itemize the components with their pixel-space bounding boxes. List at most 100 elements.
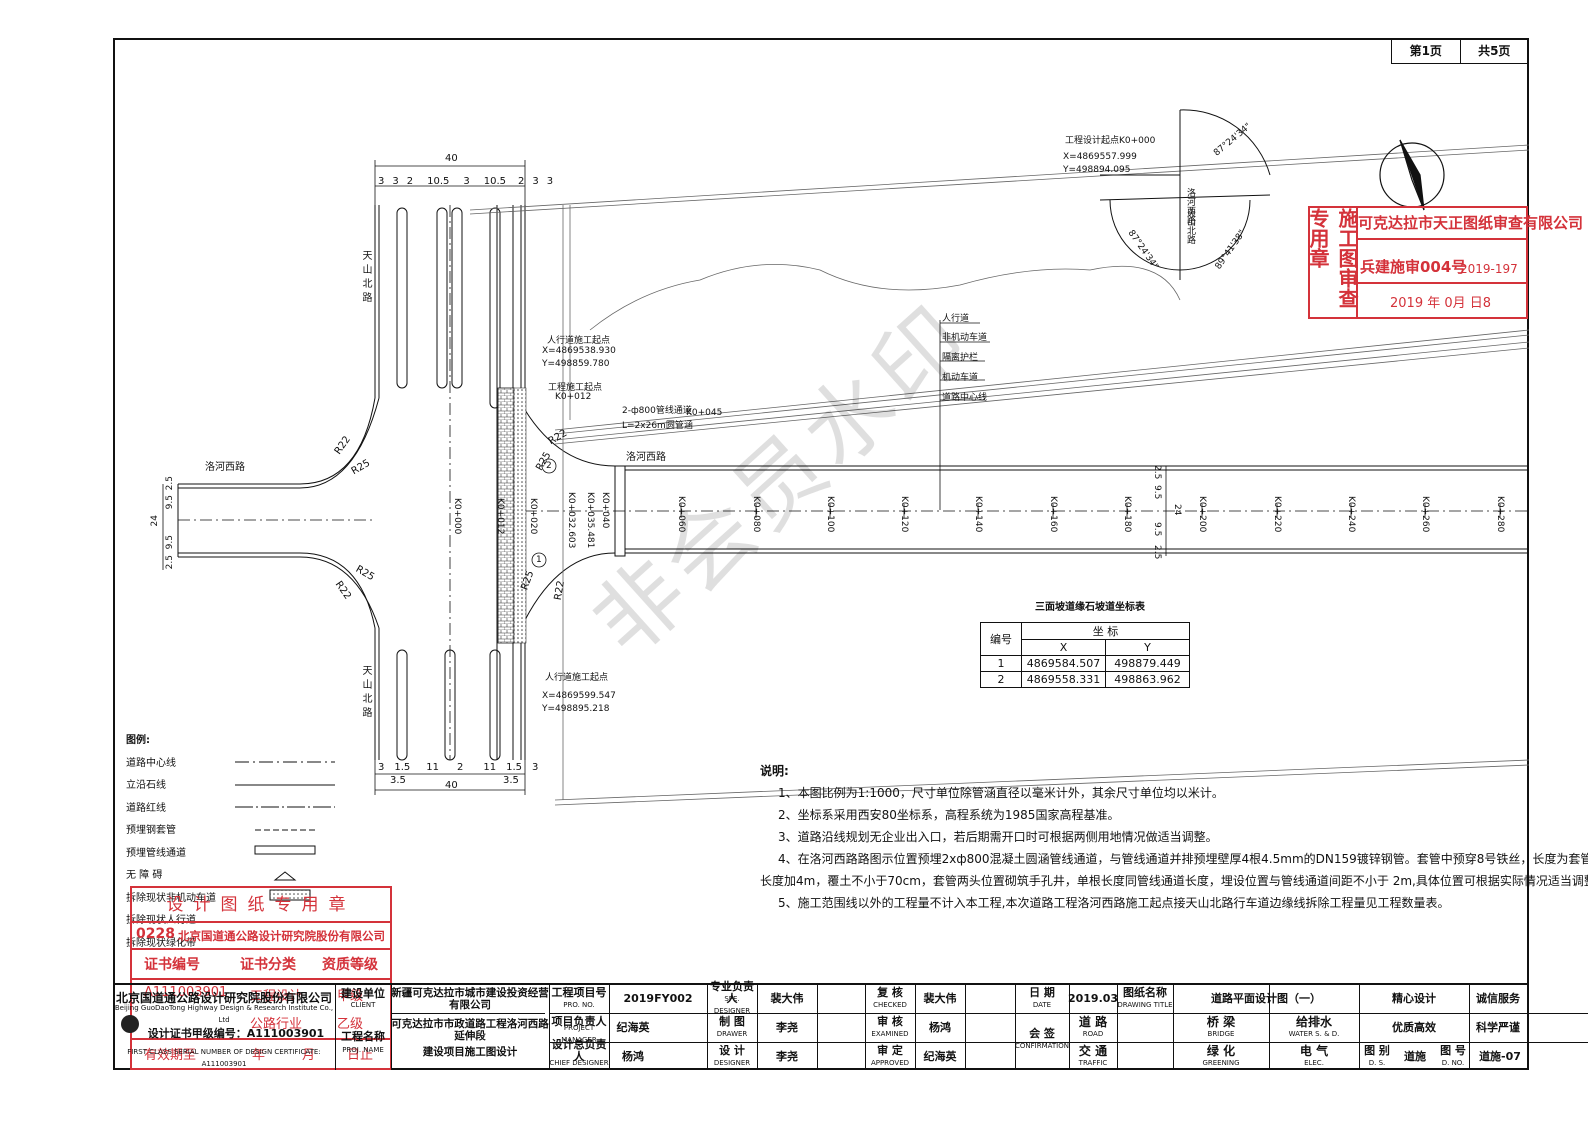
tb-cert: 设计证书甲级编号：A111003901 [147, 1027, 325, 1040]
tb-draw-label: 制 图 [719, 1015, 745, 1028]
tb-cert-en: FIRST CLASS SERIAL NUMBER OF DESIGN CERT… [127, 1048, 321, 1068]
coord-table-header-no: 编号 [980, 622, 1022, 656]
design-stamp-v4: 公路行业 [250, 1017, 303, 1032]
tb-chief: 杨鸿 [622, 1050, 644, 1063]
design-stamp-v6: 有效期至 [144, 1048, 197, 1063]
tb-chief-en: CHIEF DESIGNER [549, 1059, 609, 1067]
tb-traffic-en: TRAFFIC [1078, 1059, 1108, 1067]
dim-bottom-sub-right: 3.5 [503, 775, 519, 786]
tb-slogan2: 诚信服务 [1476, 992, 1520, 1005]
eng-start-k: K0+012 [555, 392, 592, 402]
tb-design-en: DESIGNER [713, 1059, 751, 1067]
left-dim: 9.5 [165, 535, 175, 550]
notes-title: 说明: [760, 764, 789, 778]
tb-cat-label: 图 别 [1364, 1044, 1390, 1057]
review-stamp-num: 2019-197 [1460, 262, 1518, 276]
tb-confirm-en: CONFIRMATION [1015, 1042, 1069, 1050]
title-block: 北京国道通公路设计研究院股份有限公司 Beijing GuoDaoTong Hi… [113, 981, 1588, 1070]
tb-check: 裴大伟 [923, 992, 957, 1005]
notes: 说明: 1、本图比例为1:1000，尺寸单位除管涵直径以毫米计外，其余尺寸单位均… [760, 760, 1588, 914]
tb-projno-label: 工程项目号 [551, 986, 607, 999]
tb-slogan4: 科学严谨 [1476, 1021, 1520, 1034]
tb-water-label: 给排水 [1295, 1015, 1332, 1029]
tb-design: 李尧 [776, 1050, 798, 1063]
station-label: K0+080 [751, 496, 761, 533]
dim-bottom-segments: 3 1.5 11 2 11 1.5 3 [378, 762, 539, 773]
station-label: K0+160 [1048, 496, 1058, 533]
left-dim: 2.5 [165, 555, 175, 570]
legend: 图例: 道路中心线 立沿石线 道路红线 预埋钢套管 预埋管线通道 无 障 碍 拆… [126, 730, 216, 955]
note-line: 长度加4m，覆土不小于70cm，套管两头位置砌筑手孔井，单根长度同管线通道长度，… [760, 874, 1588, 888]
tb-no-en: D. NO. [1441, 1059, 1465, 1067]
dim-bottom-sub-left: 3.5 [390, 775, 406, 786]
legend-item: 立沿石线 [126, 780, 166, 791]
tb-draw-en: DRAWER [716, 1030, 748, 1038]
station-label: K0+280 [1495, 496, 1505, 533]
station-label: K0+020 [528, 498, 538, 535]
legend-title: 图例: [126, 735, 150, 746]
ped-start-top-x: X=4869538.930 [542, 346, 616, 356]
note-line: 2、坐标系采用西安80坐标系，高程系统为1985国家高程基准。 [778, 808, 1120, 822]
legend-item: 预埋管线通道 [126, 847, 186, 859]
pipe-k: K0+045 [686, 408, 723, 418]
tb-projno-en: PRO. NO. [563, 1001, 595, 1009]
review-stamp-vertical: 施工图审查专用章 [1306, 208, 1359, 317]
design-stamp-code: 0228 [136, 926, 175, 942]
tb-date-label: 日 期 [1029, 986, 1055, 999]
right-dim: 2.5 [1152, 465, 1162, 480]
left-dim: 2.5 [165, 476, 175, 491]
tb-no: 道施-07 [1479, 1050, 1521, 1063]
start-point-y: Y=498894.095 [1063, 165, 1131, 175]
tb-dtitle-label: 图纸名称 [1123, 986, 1167, 999]
road-name-luohe-left: 洛河西路 [205, 462, 245, 473]
ped-start-top-title: 人行道施工起点 [547, 336, 611, 346]
coord-table-title: 三面坡道缘石坡道坐标表 [1035, 602, 1145, 613]
page-current: 第1页 [1409, 44, 1442, 58]
design-stamp-v8: 月 [302, 1048, 316, 1063]
tb-date: 2019.03 [1067, 992, 1119, 1005]
tb-exam: 杨鸿 [929, 1021, 951, 1034]
tb-date-en: DATE [1032, 1001, 1052, 1009]
review-stamp-date: 2019 年 0月 日8 [1390, 296, 1492, 311]
tb-proj-en: PROJ. NAME [342, 1046, 384, 1054]
tb-road-en: ROAD [1082, 1030, 1104, 1038]
right-dim: 9.5 [1152, 522, 1162, 537]
tb-project: 可克达拉市市政道路工程洛河西路延伸段 [391, 1018, 549, 1042]
road-name-tianshan-bottom: 天山北路 [360, 665, 371, 721]
tb-proj-label: 工程名称 [341, 1030, 385, 1043]
coord-table-header-x: X [1021, 639, 1106, 656]
company-logo-icon [121, 1015, 139, 1033]
note-line: 1、本图比例为1:1000，尺寸单位除管涵直径以毫米计外，其余尺寸单位均以米计。 [778, 786, 1224, 800]
design-stamp-h2: 证书分类 [240, 957, 296, 973]
page-indicator: 第1页 共5页 [1391, 38, 1529, 64]
tb-client-label: 建设单位 [341, 987, 385, 1000]
legend-item: 拆除现状绿化带 [126, 937, 196, 949]
ped-start-bottom-y: Y=498895.218 [542, 704, 610, 714]
station-label: K0+260 [1420, 496, 1430, 533]
station-label: K0+012 [495, 498, 505, 535]
tb-dtitle-en: DRAWING TITLE [1117, 1001, 1173, 1009]
table-row: 2 4869558.331 498863.962 [980, 671, 1190, 688]
tb-appr: 纪海英 [923, 1050, 957, 1063]
tb-spec: 裴大伟 [770, 992, 804, 1005]
coord-table-header-y: Y [1105, 639, 1190, 656]
pipe-line2: L=2x26m圆管涵 [622, 421, 693, 431]
section-label: 人行道 [942, 314, 970, 324]
tb-slogan1: 精心设计 [1392, 992, 1436, 1005]
legend-item: 无 障 碍 [126, 870, 163, 881]
dim-top-segments: 3 3 2 10.5 3 10.5 2 3 3 [378, 176, 554, 187]
review-stamp-no: 兵建施审004号 [1360, 258, 1467, 276]
ped-start-bottom-title: 人行道施工起点 [545, 673, 609, 683]
tb-check-en: CHECKED [873, 1001, 907, 1009]
station-label: K0+120 [899, 496, 909, 533]
tb-draw: 李尧 [776, 1021, 798, 1034]
tb-elec-label: 电 气 [1299, 1044, 1329, 1058]
tb-check-label: 复 核 [877, 986, 903, 999]
compass-road: 天山北路 [1185, 208, 1195, 244]
section-label: 非机动车道 [942, 333, 988, 343]
tb-confirm-label: 会 签 [1029, 1027, 1055, 1040]
drawing-frame [113, 38, 1529, 1070]
tb-design-label: 设 计 [719, 1044, 745, 1057]
tb-project2: 建设项目施工图设计 [422, 1046, 518, 1058]
